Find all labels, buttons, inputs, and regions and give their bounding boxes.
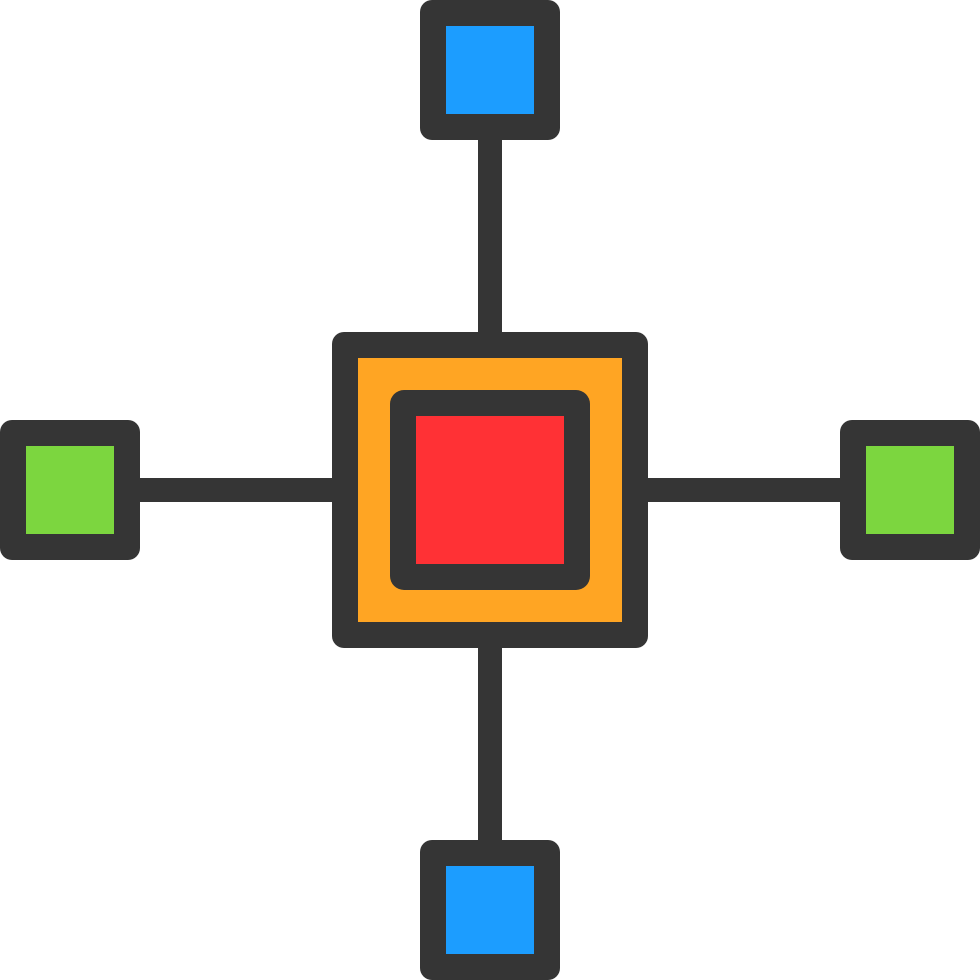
center-core-fill (416, 416, 564, 564)
connector-top (478, 136, 502, 334)
connector-left (136, 478, 334, 502)
node-bottom-fill (446, 866, 534, 954)
node-right-fill (866, 446, 954, 534)
node-left-fill (26, 446, 114, 534)
connector-right (646, 478, 844, 502)
node-top-fill (446, 26, 534, 114)
connector-bottom (478, 646, 502, 844)
